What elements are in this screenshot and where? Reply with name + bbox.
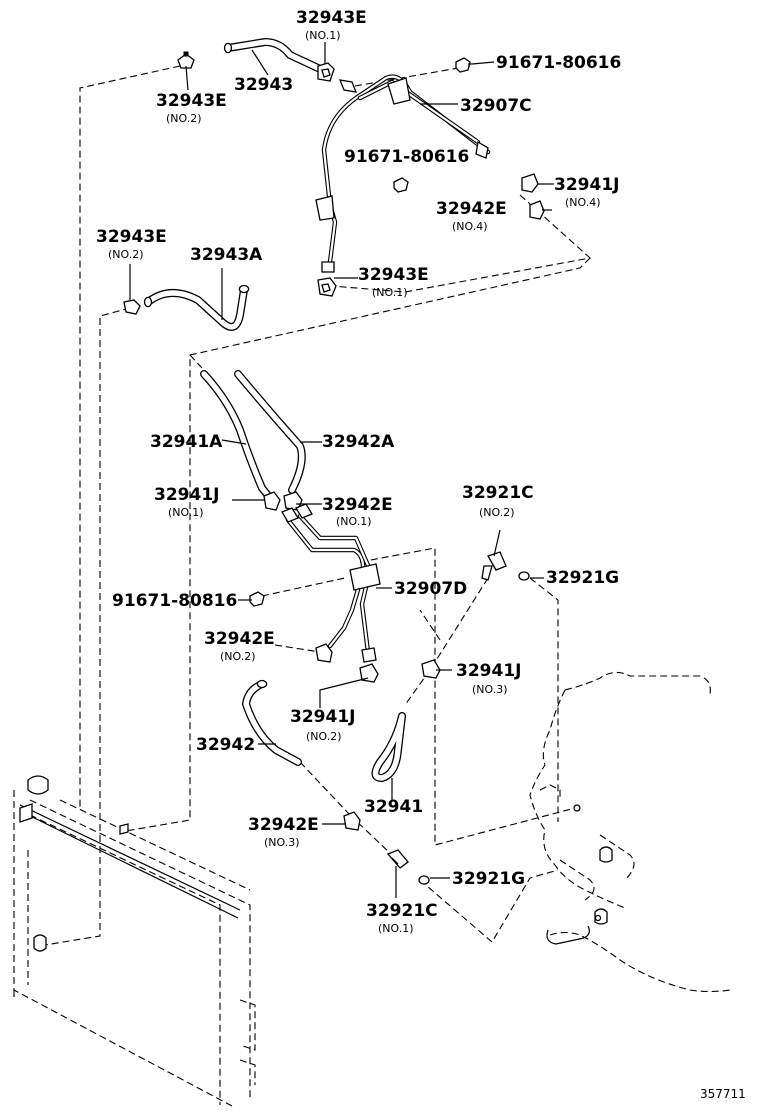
callout-c3-sub: (NO.2) [166,112,202,125]
callout-c15-part: 32942E [322,495,393,515]
oring-32921G-bottom [418,875,430,885]
callout-c10-part: 32943A [190,245,263,265]
clamp-32942E-no2 [315,643,333,663]
hose-32943 [223,38,322,72]
callout-c9-part: 32943E [96,227,167,247]
clamp-32943E-no1-top [317,62,335,82]
callout-c7-sub: (NO.4) [565,196,601,209]
engine-outline [529,671,731,993]
callout-c11-part: 32943E [358,265,429,285]
hose-32943A [143,284,250,331]
callout-c1-part: 32943E [296,8,367,28]
callout-c9-sub: (NO.2) [108,248,144,261]
callout-c20-sub: (NO.2) [220,650,256,663]
callout-c7-part: 32941J [554,175,619,195]
callout-c22-part: 32941J [290,707,355,727]
callout-c27-part: 32921C [366,901,438,921]
callout-c19-part: 91671-80816 [112,591,237,611]
oring-32921G-top [518,571,530,581]
clamp-32943E-no2-top [177,51,195,69]
fitting-32921C-no1 [386,849,409,869]
callout-c8-part: 32942E [436,199,507,219]
callout-c21-part: 32941J [456,661,521,681]
clamp-32942E-no3 [343,811,361,831]
fitting-32921C-no2 [481,551,507,581]
callout-c5-part: 32907C [460,96,532,116]
clamp-32941J-no4 [521,173,539,193]
callout-c14-part: 32941J [154,485,219,505]
callout-c13-part: 32942A [322,432,395,452]
bolt-91671-80816 [249,591,265,607]
callout-c4-part: 91671-80616 [496,53,621,73]
clamp-32943E-no1-mid [317,277,337,297]
reference-lines [44,65,592,946]
callout-c12-part: 32941A [150,432,223,452]
callout-c6-part: 91671-80616 [344,147,469,167]
callout-c23-part: 32942 [196,735,255,755]
callout-c27-sub: (NO.1) [378,922,414,935]
hose-32941 [371,712,406,782]
callout-c22-sub: (NO.2) [306,730,342,743]
radiator [13,775,256,1107]
callout-c21-sub: (NO.3) [472,683,508,696]
hose-32941A [200,370,274,502]
callout-c14-sub: (NO.1) [168,506,204,519]
callout-c26-part: 32921G [452,869,525,889]
clamp-32941J-no1 [263,491,281,511]
callout-c2-part: 32943 [234,75,293,95]
callout-c3-part: 32943E [156,91,227,111]
callout-c25-sub: (NO.3) [264,836,300,849]
callout-c25-part: 32942E [248,815,319,835]
callout-c8-sub: (NO.4) [452,220,488,233]
clamp-32942E-no4 [529,200,545,220]
nipple-upper [338,79,358,93]
callout-c20-part: 32942E [204,629,275,649]
bolt-91671-80616-top [455,57,472,73]
callout-c16-sub: (NO.2) [479,506,515,519]
callout-c16-part: 32921C [462,483,534,503]
pipe-32907C [315,74,491,273]
leader-lines [129,42,554,898]
bolt-91671-80616-mid [393,177,409,193]
callout-c1-sub: (NO.1) [305,29,341,42]
callout-c15-sub: (NO.1) [336,515,372,528]
callout-c17-part: 32921G [546,568,619,588]
hose-32942A [234,370,306,494]
clamp-32943E-no2-mid [123,299,141,315]
clamp-32941J-no3 [421,659,441,679]
clamp-32941J-no2 [359,663,379,683]
reference-number: 357711 [700,1087,746,1101]
callout-labels: 32943E (NO.1) 32943 32943E (NO.2) 91671-… [96,8,746,1101]
pipe-32907D [281,503,381,663]
clamp-32942E-no1 [283,491,303,511]
callout-c11-sub: (NO.1) [372,286,408,299]
callout-c24-part: 32941 [364,797,423,817]
callout-c18-part: 32907D [394,579,467,599]
